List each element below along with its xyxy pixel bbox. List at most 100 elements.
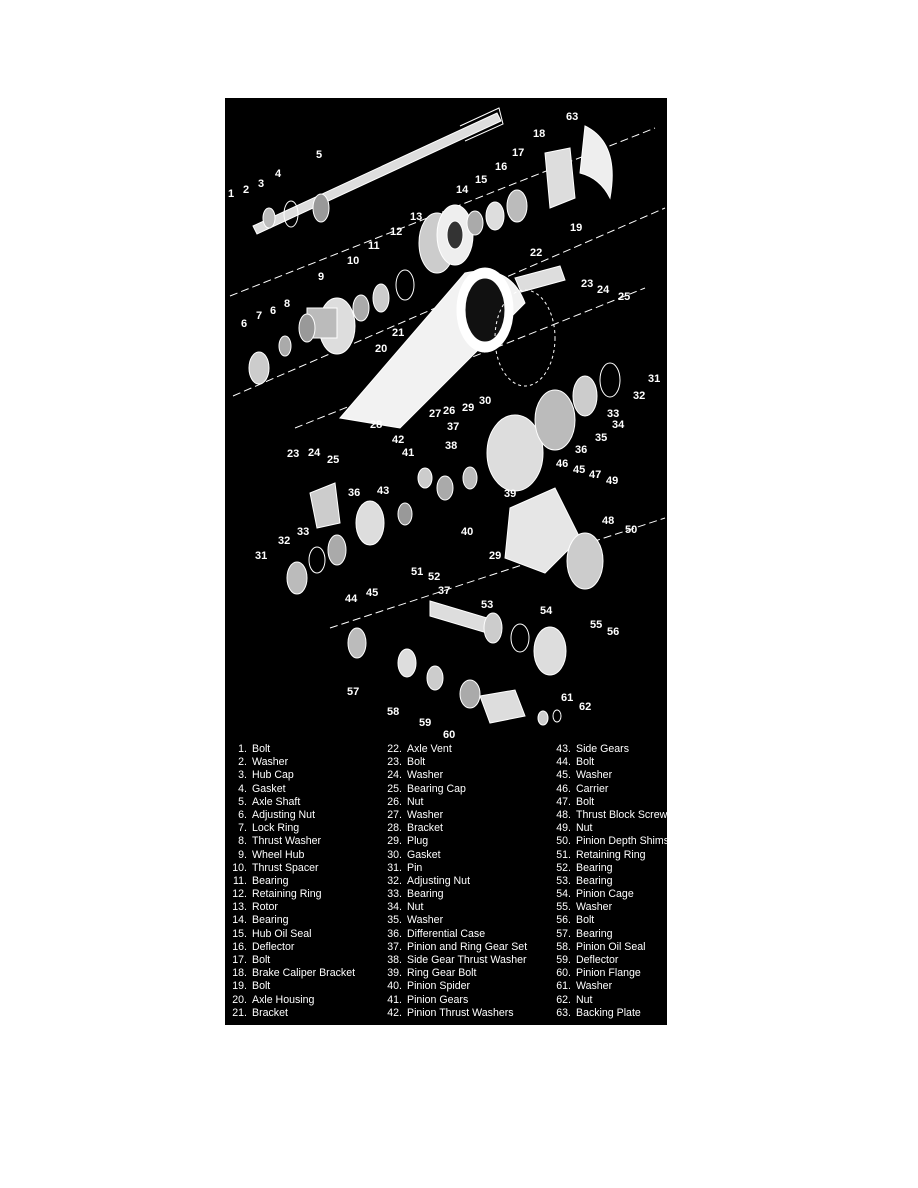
legend-item-number: 45.: [556, 769, 571, 782]
legend-item-number: 47.: [556, 795, 571, 808]
legend-item-number: 52.: [556, 861, 571, 874]
legend-item: 12. Retaining Ring: [225, 888, 355, 901]
legend-item: 42. Pinion Thrust Washers: [382, 1007, 527, 1020]
legend-item-number: 42.: [387, 1006, 402, 1019]
legend-item-label: Thrust Washer: [252, 835, 322, 848]
legend-item: 35. Washer: [382, 914, 527, 927]
legend-item-label: Deflector: [252, 940, 295, 953]
callout-29b: 29: [489, 550, 501, 562]
legend-item-label: Bearing: [252, 874, 289, 887]
callout-21: 21: [392, 327, 404, 339]
legend-item-number: 41.: [387, 993, 402, 1006]
legend-item-label: Retaining Ring: [576, 848, 646, 861]
legend-item-label: Bolt: [407, 756, 426, 769]
legend-item: 33.Bearing: [382, 888, 527, 901]
legend-item-label: Pinion Spider: [407, 980, 471, 993]
legend-item-label: Nut: [576, 822, 593, 835]
legend-item: 50.Pinion Depth Shims: [551, 835, 667, 848]
backing-plate-part: [579, 125, 613, 200]
callout-1: 1: [228, 188, 234, 200]
legend-item-label: Pinion Gears: [407, 993, 469, 1006]
legend-item-label: Bearing: [576, 927, 613, 940]
legend-item: 7.Lock Ring: [225, 822, 355, 835]
callout-26: 26: [443, 405, 455, 417]
legend-item: 17.Bolt: [225, 954, 355, 967]
legend-item: 24.Washer: [382, 769, 527, 782]
legend-item: 32.Adjusting Nut: [382, 875, 527, 888]
legend-item: 8.Thrust Washer: [225, 835, 355, 848]
exploded-axle-diagram: 1 2 3 4 5 6 6 7 8 9 10 11 12 13 14 15 16…: [228, 107, 666, 740]
callout-25a: 25: [618, 291, 630, 303]
legend-item-label: Pinion Cage: [576, 888, 634, 901]
callout-46: 46: [556, 458, 568, 470]
legend-item-label: Brake Caliper Bracket: [252, 967, 356, 980]
legend-item-number: 39.: [387, 967, 402, 980]
legend-item-number: 35.: [387, 914, 402, 927]
legend-item: 40.Pinion Spider: [382, 980, 527, 993]
legend-item-number: 5.: [238, 795, 247, 808]
callout-24b: 24: [308, 447, 321, 459]
callout-4: 4: [275, 168, 282, 180]
legend-item: 62.Nut: [551, 994, 667, 1007]
legend-item-number: 14.: [232, 914, 247, 927]
legend-item-number: 22.: [387, 743, 402, 755]
legend-item-label: Pinion Depth Shims: [576, 835, 667, 848]
legend-item-number: 10.: [232, 861, 247, 874]
legend-item: 22.Axle Vent: [382, 743, 527, 756]
legend-item: 51.Retaining Ring: [551, 849, 667, 862]
callout-19: 19: [570, 222, 582, 234]
legend-item-number: 59.: [556, 954, 571, 966]
legend-item: 55.Washer: [551, 901, 667, 914]
legend-item: 9.Wheel Hub: [225, 849, 355, 862]
legend-item-label: Washer: [407, 914, 444, 927]
legend-item: 39. Ring Gear Bolt: [382, 967, 527, 980]
callout-45a: 45: [573, 464, 585, 476]
legend-item-label: Thrust Block Screw: [576, 808, 667, 821]
callout-40: 40: [461, 526, 473, 538]
legend-item-label: Adjusting Nut: [407, 874, 471, 887]
callout-54: 54: [540, 605, 553, 617]
callout-41: 41: [402, 447, 414, 459]
legend-item: 5.Axle Shaft: [225, 796, 355, 809]
callout-3: 3: [258, 178, 264, 190]
legend-item-label: Bearing: [576, 861, 613, 874]
callout-20: 20: [375, 343, 387, 355]
legend-item: 26.Nut: [382, 796, 527, 809]
callout-23a: 23: [581, 278, 593, 290]
caliper-bracket-part: [544, 147, 576, 209]
legend-item: 19.Bolt: [225, 980, 355, 993]
callout-59: 59: [419, 717, 431, 729]
legend-item: 58.Pinion Oil Seal: [551, 941, 667, 954]
legend-item-number: 61.: [556, 980, 571, 993]
legend-item-label: Bolt: [252, 743, 271, 755]
callout-32b: 32: [278, 535, 290, 547]
legend-item-label: Ring Gear Bolt: [407, 967, 477, 980]
bearing-cap-part: [309, 482, 341, 529]
callout-6b: 6: [270, 305, 276, 317]
callout-15: 15: [475, 174, 487, 186]
callout-63: 63: [566, 111, 578, 123]
legend-item: 53. Bearing: [551, 875, 667, 888]
legend-item-number: 12.: [232, 888, 247, 901]
legend-item-label: Rotor: [252, 901, 278, 914]
callout-14: 14: [456, 184, 469, 196]
legend-item-label: Bolt: [252, 980, 271, 993]
rotor-part: [418, 204, 474, 274]
legend-item-number: 16.: [232, 940, 247, 953]
legend-item-label: Hub Cap: [252, 769, 294, 782]
legend-item-number: 44.: [556, 756, 571, 769]
legend-item-number: 62.: [556, 993, 571, 1006]
callout-57: 57: [347, 686, 359, 698]
legend-item-label: Plug: [407, 835, 429, 848]
legend-item: 6.Adjusting Nut: [225, 809, 355, 822]
callout-48: 48: [602, 515, 614, 527]
legend-item-number: 53.: [556, 874, 571, 887]
callout-38: 38: [445, 440, 457, 452]
legend-item: 14.Bearing: [225, 914, 355, 927]
legend-item-label: Retaining Ring: [252, 888, 322, 901]
legend-item-label: Bearing: [576, 874, 613, 887]
legend-item-label: Pinion Thrust Washers: [407, 1006, 514, 1019]
callout-60: 60: [443, 729, 455, 740]
legend-item: 4.Gasket: [225, 783, 355, 796]
